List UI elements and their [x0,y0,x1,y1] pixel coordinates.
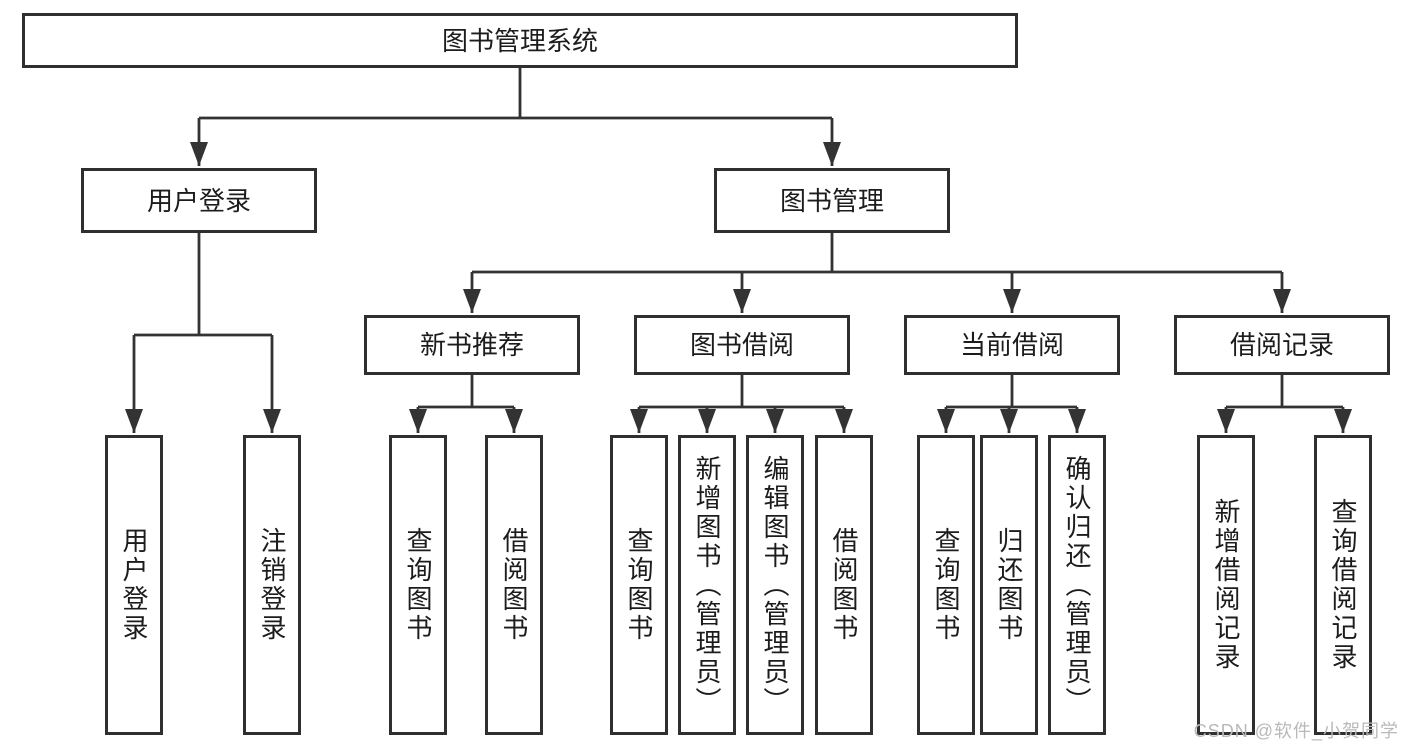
leaf-rec-query-books-label: 查询图书 [403,527,433,643]
node-user-login-label: 用户登录 [146,185,251,216]
leaf-add-books-admin-label: 新增图书（管理员） [692,454,722,716]
leaf-borrow-query-books-label: 查询图书 [624,527,654,643]
node-borrow-record-label: 借阅记录 [1229,330,1334,360]
node-book-mgmt-label: 图书管理 [779,185,884,216]
leaf-user-login: 用户登录 [105,435,163,735]
leaf-borrow-query-books: 查询图书 [610,435,668,735]
node-new-book-rec-label: 新书推荐 [419,330,524,360]
leaf-confirm-return-admin: 确认归还（管理员） [1048,435,1106,735]
node-root: 图书管理系统 [22,13,1018,68]
node-current-borrow-label: 当前借阅 [959,330,1064,360]
leaf-rec-query-books: 查询图书 [389,435,447,735]
leaf-borrow-books: 借阅图书 [815,435,873,735]
leaf-return-books: 归还图书 [980,435,1038,735]
node-borrow-record: 借阅记录 [1174,315,1390,375]
leaf-user-login-label: 用户登录 [119,527,149,643]
leaf-borrow-books-label: 借阅图书 [829,527,859,643]
leaf-confirm-return-admin-label: 确认归还（管理员） [1062,454,1092,716]
node-root-label: 图书管理系统 [441,25,598,56]
leaf-logout: 注销登录 [243,435,301,735]
leaf-return-books-label: 归还图书 [994,527,1024,643]
leaf-current-query-books: 查询图书 [917,435,975,735]
leaf-query-borrow-record-label: 查询借阅记录 [1328,498,1358,672]
leaf-logout-label: 注销登录 [257,527,287,643]
node-book-borrow-label: 图书借阅 [689,330,794,360]
node-book-mgmt: 图书管理 [714,168,950,233]
node-current-borrow: 当前借阅 [904,315,1120,375]
node-user-login: 用户登录 [81,168,317,233]
leaf-add-borrow-record-label: 新增借阅记录 [1211,498,1241,672]
node-book-borrow: 图书借阅 [634,315,850,375]
leaf-add-books-admin: 新增图书（管理员） [678,435,736,735]
leaf-rec-borrow-books-label: 借阅图书 [499,527,529,643]
leaf-current-query-books-label: 查询图书 [931,527,961,643]
leaf-edit-books-admin-label: 编辑图书（管理员） [760,454,790,716]
leaf-add-borrow-record: 新增借阅记录 [1197,435,1255,735]
watermark-text: CSDN @软件_小贺同学 [1193,721,1399,741]
leaf-rec-borrow-books: 借阅图书 [485,435,543,735]
leaf-query-borrow-record: 查询借阅记录 [1314,435,1372,735]
node-new-book-rec: 新书推荐 [364,315,580,375]
leaf-edit-books-admin: 编辑图书（管理员） [746,435,804,735]
